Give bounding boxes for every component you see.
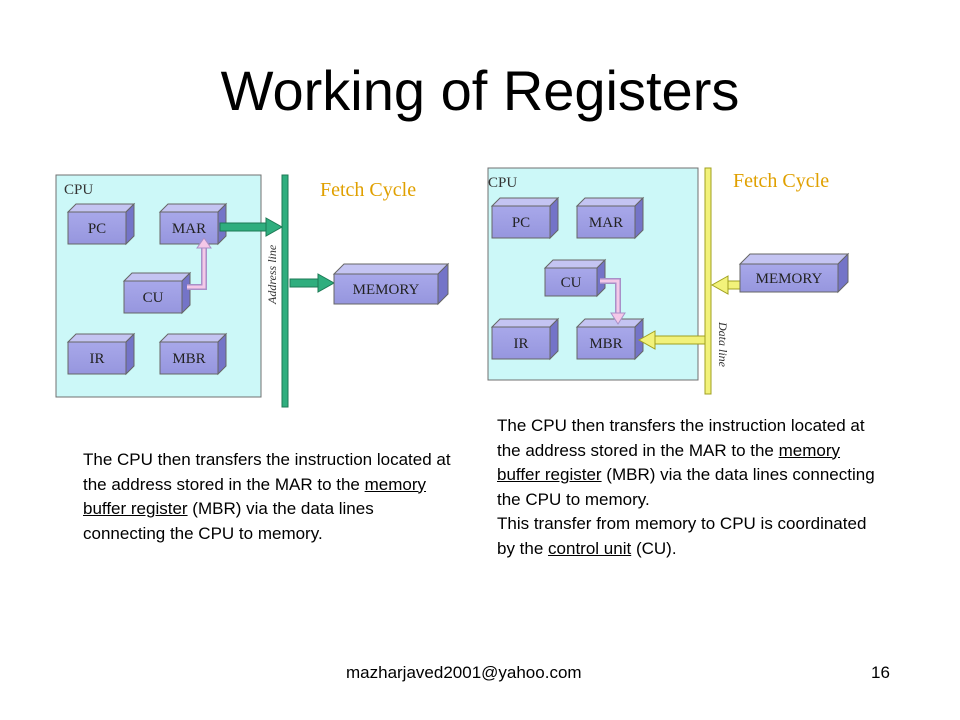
left-description: The CPU then transfers the instruction l… [83,448,458,546]
register-cu: CU [543,258,607,298]
control-unit-link[interactable]: control unit [548,538,632,558]
data-bus [704,167,712,395]
fetch-cycle-diagram-address: CPU PC MAR CU IR MBR [55,174,450,408]
svg-text:MBR: MBR [172,351,205,367]
svg-text:CU: CU [561,275,582,291]
register-ir: IR [490,317,560,361]
cu-to-mbr-arrow [600,278,626,325]
register-ir: IR [66,332,136,376]
register-pc: PC [490,196,560,240]
mar-to-bus-arrow [219,217,284,237]
svg-text:PC: PC [512,215,530,231]
page-number: 16 [871,663,890,682]
fetch-cycle-heading: Fetch Cycle [320,179,416,201]
fetch-cycle-heading: Fetch Cycle [733,170,829,192]
svg-text:MAR: MAR [172,221,206,237]
cpu-label: CPU [488,175,517,191]
memory-block: MEMORY [738,252,850,294]
register-mar: MAR [575,196,645,240]
svg-text:MEMORY: MEMORY [353,282,420,298]
cpu-label: CPU [64,182,93,198]
bus-label: Address line [265,244,279,305]
bus-to-memory-arrow [289,273,336,293]
svg-text:IR: IR [514,336,529,352]
svg-text:MBR: MBR [589,336,622,352]
register-mar: MAR [158,202,228,246]
left-description-part1: The CPU then transfers the instruction l… [83,450,451,494]
fetch-cycle-diagram-data: CPU PC MAR CU IR MBR Data [487,167,850,395]
svg-text:PC: PC [88,221,106,237]
bus-label: Data line [716,321,730,368]
left-description-part2: (MBR) via the data lines connecting the … [83,499,374,543]
right-description-line2-part1: This transfer from memory to CPU is coor… [497,514,867,558]
memory-to-bus-arrow [710,275,741,295]
right-description-part1: The CPU then transfers the instruction l… [497,416,865,460]
mbr-link[interactable]: memory buffer register [83,474,427,519]
register-pc: PC [66,202,136,246]
right-description-line2-part2: (CU). [631,538,677,558]
cu-to-mar-arrow [187,237,212,290]
svg-text:CU: CU [143,290,164,306]
svg-text:MEMORY: MEMORY [756,271,823,287]
slide-title: Working of Registers [220,59,740,122]
svg-text:MAR: MAR [589,215,623,231]
register-mbr: MBR [158,332,228,376]
address-bus [281,174,289,408]
register-mbr: MBR [575,317,645,361]
svg-text:IR: IR [90,351,105,367]
right-description-part2: (MBR) via the data lines connecting the … [497,465,875,509]
memory-block: MEMORY [332,262,450,306]
mbr-link[interactable]: memory buffer register [497,440,841,485]
right-description: The CPU then transfers the instruction l… [497,414,877,561]
register-cu: CU [122,271,192,315]
footer-email: mazharjaved2001@yahoo.com [346,663,582,682]
bus-to-mbr-arrow [637,330,706,350]
